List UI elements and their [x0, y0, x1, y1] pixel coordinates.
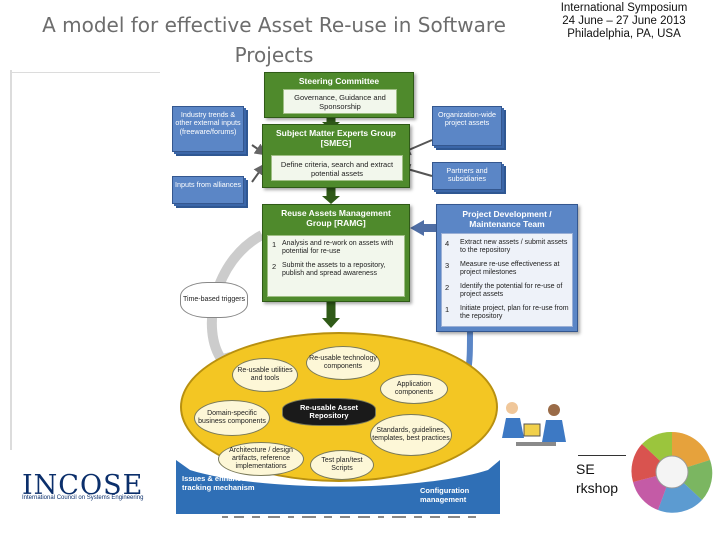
smeg-inner: Define criteria, search and extract pote…	[271, 155, 403, 181]
repo-center: Re-usable Asset Repository	[282, 398, 376, 426]
ramg-item-1-num: 1	[272, 240, 277, 249]
arrow-pdmt-ramg	[410, 220, 424, 236]
frame-line-top	[10, 72, 160, 73]
workshop-line-2: rkshop	[576, 480, 619, 496]
pdmt-item-3: Measure re-use effectiveness at project …	[460, 261, 560, 276]
people-computer-illustration	[502, 402, 566, 446]
pdmt-item-4: Extract new assets / submit assets to th…	[460, 239, 568, 254]
steering-committee-inner: Governance, Guidance and Sponsorship	[283, 89, 397, 114]
pdmt-inner: 4 Extract new assets / submit assets to …	[441, 233, 573, 327]
wheel-logo	[631, 431, 713, 513]
ramg-box: Reuse Assets Management Group [RAMG] 1 A…	[262, 204, 410, 302]
repo-utilities-tools: Re-usable utilities and tools	[232, 358, 298, 392]
ramg-item-2-num: 2	[272, 262, 277, 271]
ramg-item-2: Submit the assets to a repository, publi…	[282, 262, 386, 277]
arrow-industry-to-smeg	[251, 143, 267, 156]
pdmt-item-2: Identify the potential for re-use of pro…	[460, 283, 563, 298]
ramg-inner: 1 Analysis and re-work on assets with po…	[267, 235, 405, 297]
ramg-item-1: Analysis and re-work on assets with pote…	[282, 240, 394, 255]
pdmt-box: Project Development / Maintenance Team 4…	[436, 204, 578, 332]
incose-logo: INCOSE	[22, 470, 144, 501]
smeg-box: Subject Matter Experts Group [SMEG] Defi…	[262, 124, 410, 188]
pdmt-item-1-num: 1	[445, 305, 450, 314]
inputs-alliances-box: Inputs from alliances	[172, 176, 244, 204]
repo-standards-guidelines: Standards, guidelines, templates, best p…	[370, 414, 452, 456]
conference-dates: 24 June – 27 June 2013	[562, 15, 686, 27]
org-assets-box: Organization-wide project assets	[432, 106, 502, 146]
industry-trends-box: Industry trends & other external inputs …	[172, 106, 244, 152]
incose-logo-subtitle: International Council on Systems Enginee…	[22, 495, 144, 501]
repo-technology-components: Re-usable technology components	[306, 346, 380, 380]
ramg-title: Reuse Assets Management Group [RAMG]	[281, 208, 391, 228]
pdmt-item-2-num: 2	[445, 283, 450, 292]
conference-location: Philadelphia, PA, USA	[567, 28, 681, 40]
pdmt-item-4-num: 4	[445, 239, 450, 248]
workshop-rule	[578, 455, 626, 456]
conference-name: International Symposium	[560, 2, 688, 14]
workshop-text: SE rkshop	[576, 460, 618, 498]
smeg-title: Subject Matter Experts Group [SMEG]	[276, 128, 396, 148]
issues-tracking-label: Issues & enhancement tracking mechanism	[182, 474, 264, 492]
steering-committee-box: Steering Committee Governance, Guidance …	[264, 72, 414, 118]
configuration-management-label: Configuration management	[420, 486, 470, 504]
frame-line-vertical	[10, 70, 12, 450]
pdmt-title: Project Development / Maintenance Team	[462, 209, 552, 229]
slide-title: A model for effective Asset Re-use in So…	[42, 13, 506, 67]
time-triggers-bubble: Time-based triggers	[180, 282, 248, 318]
workshop-line-1: SE	[576, 461, 595, 477]
repo-test-plan-scripts: Test plan/test Scripts	[310, 450, 374, 480]
repo-application-components: Application components	[380, 374, 448, 404]
repo-architecture-design: Architecture / design artifacts, referen…	[218, 442, 304, 476]
footer-dots	[222, 516, 476, 518]
pdmt-item-3-num: 3	[445, 261, 450, 270]
steering-committee-title: Steering Committee	[298, 76, 380, 86]
conference-info: International Symposium 24 June – 27 Jun…	[526, 2, 720, 41]
repo-domain-business-components: Domain-specific business components	[194, 400, 270, 436]
arrow-alliances-to-smeg	[251, 163, 266, 183]
pdmt-item-1: Initiate project, plan for re-use from t…	[460, 305, 569, 320]
partners-box: Partners and subsidiaries	[432, 162, 502, 190]
